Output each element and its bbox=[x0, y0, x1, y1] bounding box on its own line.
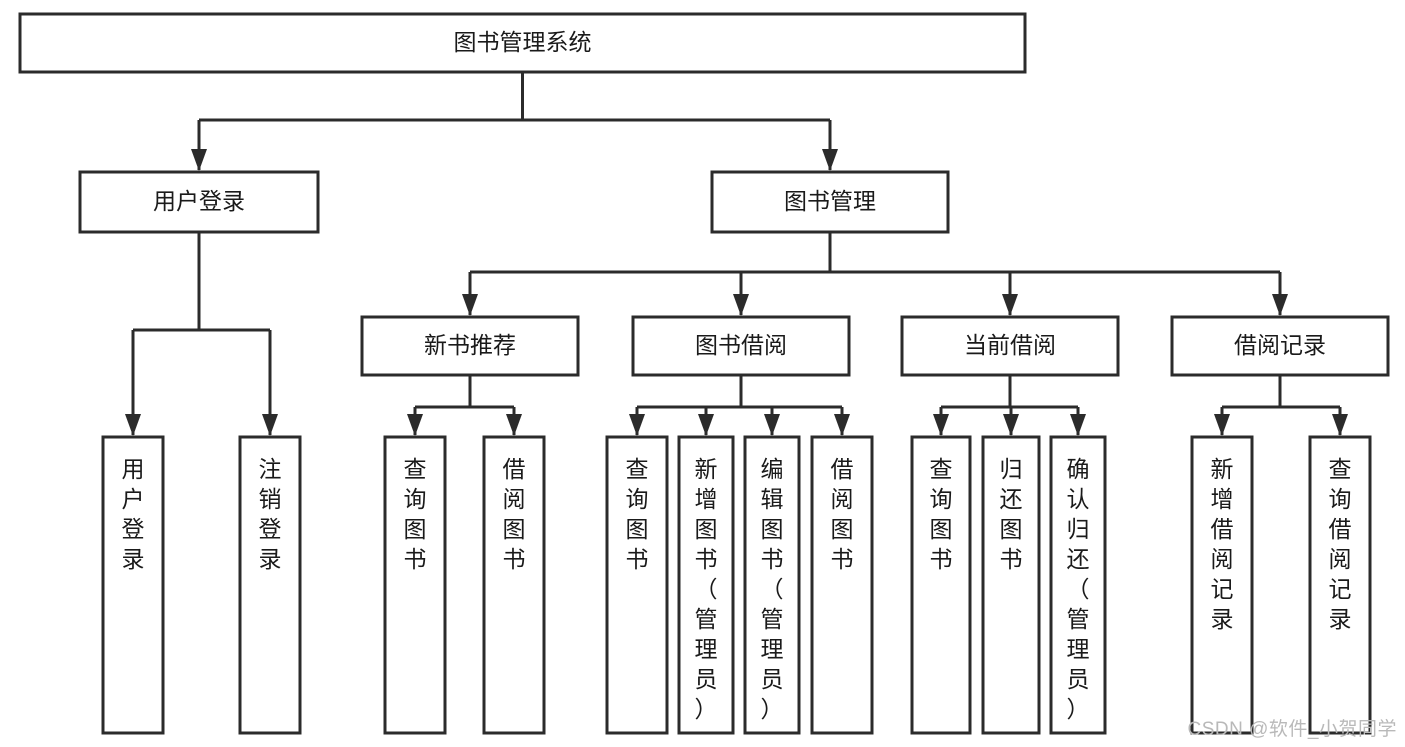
node-rect bbox=[981, 435, 1041, 735]
node-label: 归还图书 bbox=[1000, 456, 1023, 572]
node-label: 查询图书 bbox=[626, 456, 649, 572]
node-current-borrow[interactable]: 当前借阅 bbox=[900, 315, 1120, 377]
node-rect bbox=[605, 435, 669, 735]
node-rect bbox=[18, 12, 1027, 74]
arrow-head-icon bbox=[822, 149, 838, 171]
node-label: 新增图书（管理员） bbox=[695, 456, 718, 722]
node-rect bbox=[1308, 435, 1372, 735]
node-rect bbox=[238, 435, 302, 735]
node-label: 查询图书 bbox=[404, 456, 427, 572]
node-rect bbox=[1170, 315, 1390, 377]
node-borrow-book-2[interactable]: 借阅图书 bbox=[810, 435, 874, 735]
arrow-head-icon bbox=[764, 414, 780, 436]
arrow-head-icon bbox=[1070, 414, 1086, 436]
node-user-login-leaf[interactable]: 用户登录 bbox=[101, 435, 165, 735]
arrow-head-icon bbox=[407, 414, 423, 436]
node-label: 借阅记录 bbox=[1234, 332, 1326, 358]
node-query-book-3[interactable]: 查询图书 bbox=[910, 435, 972, 735]
node-label: 查询借阅记录 bbox=[1329, 456, 1352, 632]
node-label: 图书借阅 bbox=[695, 332, 787, 358]
arrow-head-icon bbox=[933, 414, 949, 436]
node-label: 新书推荐 bbox=[424, 332, 516, 358]
node-book-management[interactable]: 图书管理 bbox=[710, 170, 950, 234]
node-rect bbox=[482, 435, 546, 735]
node-undefined[interactable]: 图书管理系统 bbox=[18, 12, 1027, 74]
arrow-head-icon bbox=[1272, 294, 1288, 316]
node-layer: 图书管理系统用户登录用户登录注销登录图书管理新书推荐查询图书借阅图书图书借阅查询… bbox=[18, 12, 1390, 735]
node-confirm-return-admin[interactable]: 确认归还（管理员） bbox=[1049, 435, 1107, 735]
node-rect bbox=[677, 435, 735, 735]
arrow-head-icon bbox=[262, 414, 278, 436]
arrow-head-icon bbox=[629, 414, 645, 436]
node-label: 查询图书 bbox=[930, 456, 953, 572]
node-query-book-2[interactable]: 查询图书 bbox=[605, 435, 669, 735]
node-add-book-admin[interactable]: 新增图书（管理员） bbox=[677, 435, 735, 735]
node-user-login[interactable]: 用户登录 bbox=[78, 170, 320, 234]
node-label: 当前借阅 bbox=[964, 332, 1056, 358]
node-rect bbox=[1190, 435, 1254, 735]
node-label: 借阅图书 bbox=[503, 456, 526, 572]
node-book-borrow[interactable]: 图书借阅 bbox=[631, 315, 851, 377]
connector-layer bbox=[125, 72, 1348, 436]
node-label: 用户登录 bbox=[153, 188, 245, 214]
arrow-head-icon bbox=[1003, 414, 1019, 436]
node-rect bbox=[78, 170, 320, 234]
arrow-head-icon bbox=[125, 414, 141, 436]
node-label: 新增借阅记录 bbox=[1211, 456, 1234, 632]
node-query-book-1[interactable]: 查询图书 bbox=[383, 435, 447, 735]
arrow-head-icon bbox=[1332, 414, 1348, 436]
node-label: 图书管理 bbox=[784, 188, 876, 214]
arrow-head-icon bbox=[462, 294, 478, 316]
node-rect bbox=[1049, 435, 1107, 735]
node-label: 图书管理系统 bbox=[454, 29, 592, 55]
node-rect bbox=[910, 435, 972, 735]
node-label: 注销登录 bbox=[259, 456, 282, 572]
node-rect bbox=[743, 435, 801, 735]
node-rect bbox=[710, 170, 950, 234]
node-return-book[interactable]: 归还图书 bbox=[981, 435, 1041, 735]
arrow-head-icon bbox=[698, 414, 714, 436]
node-label: 借阅图书 bbox=[831, 456, 854, 572]
node-rect bbox=[631, 315, 851, 377]
node-query-borrow-record[interactable]: 查询借阅记录 bbox=[1308, 435, 1372, 735]
node-add-borrow-record[interactable]: 新增借阅记录 bbox=[1190, 435, 1254, 735]
node-borrow-records[interactable]: 借阅记录 bbox=[1170, 315, 1390, 377]
node-edit-book-admin[interactable]: 编辑图书（管理员） bbox=[743, 435, 801, 735]
arrow-head-icon bbox=[191, 149, 207, 171]
node-label: 确认归还（管理员） bbox=[1067, 456, 1090, 722]
arrow-head-icon bbox=[733, 294, 749, 316]
node-rect bbox=[900, 315, 1120, 377]
node-rect bbox=[383, 435, 447, 735]
node-rect bbox=[360, 315, 580, 377]
node-label: 用户登录 bbox=[122, 456, 145, 572]
node-label: 编辑图书（管理员） bbox=[761, 456, 784, 722]
arrow-head-icon bbox=[834, 414, 850, 436]
arrow-head-icon bbox=[1214, 414, 1230, 436]
node-new-book-recommend[interactable]: 新书推荐 bbox=[360, 315, 580, 377]
node-rect bbox=[810, 435, 874, 735]
arrow-head-icon bbox=[506, 414, 522, 436]
node-rect bbox=[101, 435, 165, 735]
node-user-logout-leaf[interactable]: 注销登录 bbox=[238, 435, 302, 735]
arrow-head-icon bbox=[1002, 294, 1018, 316]
node-borrow-book-1[interactable]: 借阅图书 bbox=[482, 435, 546, 735]
